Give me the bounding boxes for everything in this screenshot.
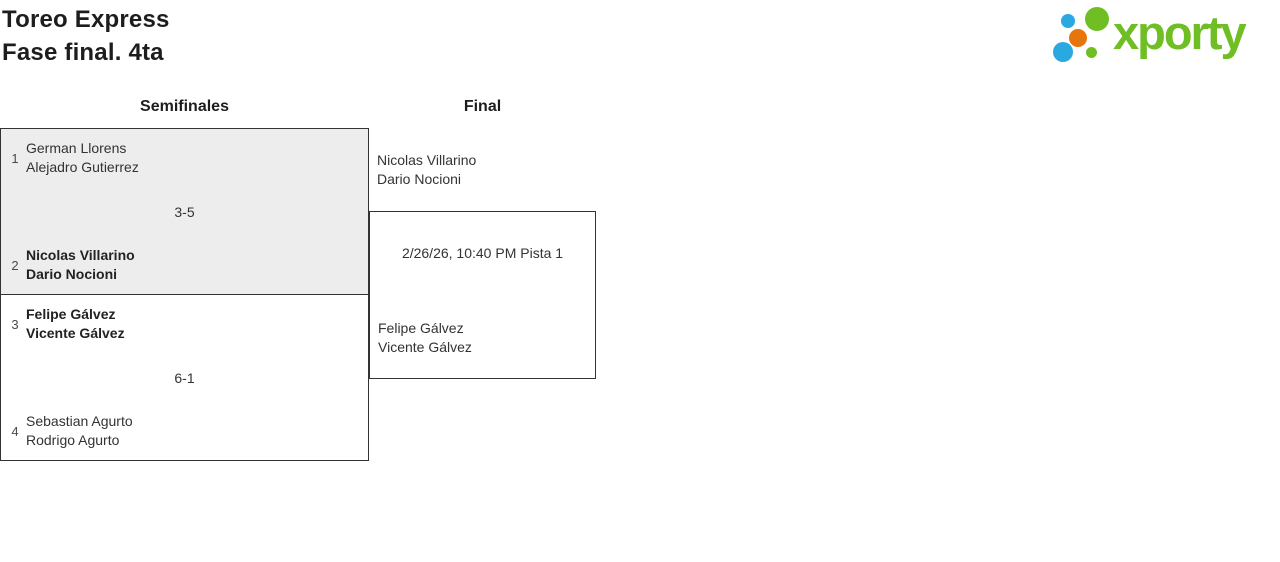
- logo-dot-green-large-icon: [1085, 7, 1109, 31]
- seed-number: 4: [11, 423, 19, 439]
- xporty-logo[interactable]: xporty: [1050, 0, 1280, 70]
- team-players: Sebastian Agurto Rodrigo Agurto: [26, 412, 133, 450]
- player-name: Sebastian Agurto: [26, 413, 133, 429]
- seed-number: 1: [11, 150, 19, 166]
- team-players: Felipe Gálvez Vicente Gálvez: [26, 305, 125, 343]
- logo-dot-blue-large-icon: [1053, 42, 1073, 62]
- final-team-bottom: Felipe Gálvez Vicente Gálvez: [378, 319, 472, 357]
- header-titles: Toreo Express Fase final. 4ta: [2, 3, 170, 69]
- match-score: 6-1: [174, 369, 195, 386]
- page-subtitle: Fase final. 4ta: [2, 39, 164, 66]
- player-name: Felipe Gálvez: [378, 320, 464, 336]
- player-name: German Llorens: [26, 140, 127, 156]
- seed-number: 2: [11, 257, 19, 273]
- team-row: 3 Felipe Gálvez Vicente Gálvez: [1, 305, 368, 343]
- team-players: German Llorens Alejadro Gutierrez: [26, 139, 139, 177]
- seed-number: 3: [11, 316, 19, 332]
- team-players: Nicolas Villarino Dario Nocioni: [26, 246, 135, 284]
- page-title: Toreo Express: [2, 6, 170, 33]
- team-row: 4 Sebastian Agurto Rodrigo Agurto: [1, 412, 368, 450]
- player-name: Vicente Gálvez: [26, 325, 125, 341]
- player-name: Nicolas Villarino: [377, 152, 477, 168]
- team-row: 2 Nicolas Villarino Dario Nocioni: [1, 246, 368, 284]
- player-name: Alejadro Gutierrez: [26, 159, 139, 175]
- logo-dot-green-small-icon: [1086, 47, 1097, 58]
- match-card-semifinal-1[interactable]: 1 German Llorens Alejadro Gutierrez 3-5 …: [0, 128, 369, 295]
- team-row: 1 German Llorens Alejadro Gutierrez: [1, 139, 368, 177]
- player-name: Vicente Gálvez: [378, 339, 472, 355]
- match-schedule: 2/26/26, 10:40 PM Pista 1: [401, 245, 564, 261]
- logo-dot-blue-small-icon: [1061, 14, 1075, 28]
- player-name: Nicolas Villarino: [26, 247, 135, 263]
- player-name: Rodrigo Agurto: [26, 432, 120, 448]
- player-name: Dario Nocioni: [26, 266, 118, 282]
- final-team-top: Nicolas Villarino Dario Nocioni: [377, 151, 476, 189]
- logo-dot-orange-icon: [1069, 29, 1087, 47]
- logo-wordmark: xporty: [1113, 6, 1247, 59]
- match-card-semifinal-2[interactable]: 3 Felipe Gálvez Vicente Gálvez 6-1 4 Seb…: [0, 294, 369, 461]
- player-name: Felipe Gálvez: [26, 306, 116, 322]
- semifinales-column: 1 German Llorens Alejadro Gutierrez 3-5 …: [0, 128, 369, 461]
- match-card-final[interactable]: 2/26/26, 10:40 PM Pista 1 Felipe Gálvez …: [369, 211, 596, 379]
- player-name: Dario Nocioni: [377, 171, 462, 187]
- match-score: 3-5: [174, 203, 195, 220]
- round-header-final: Final: [463, 98, 502, 115]
- round-header-semifinales: Semifinales: [140, 98, 229, 115]
